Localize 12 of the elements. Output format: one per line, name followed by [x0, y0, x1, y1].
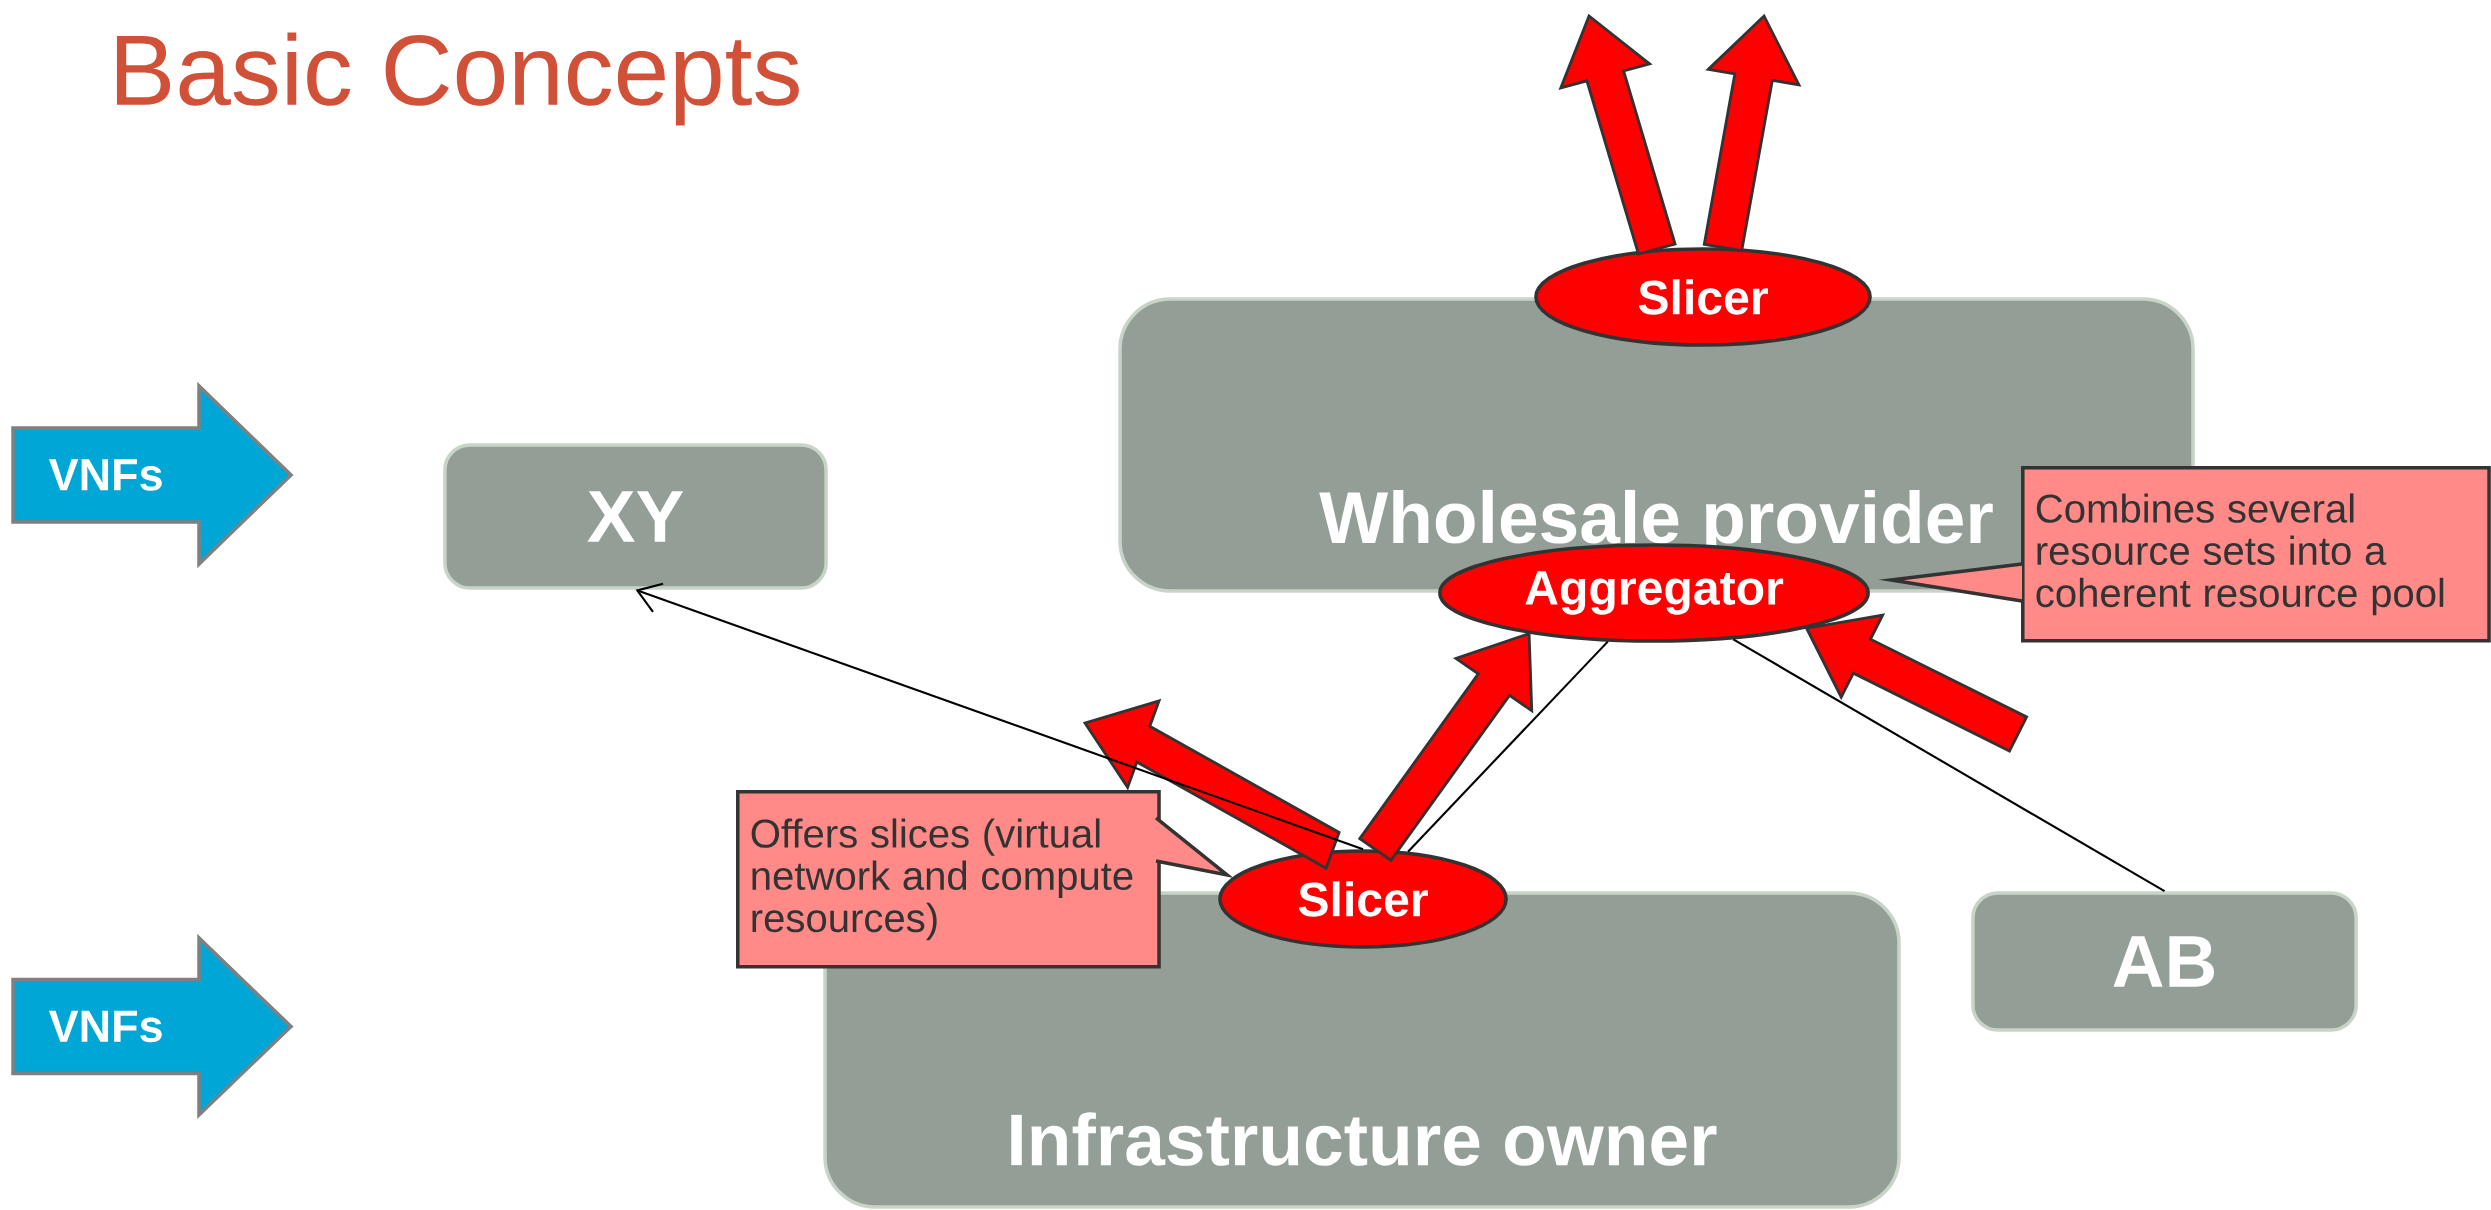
callout-box: Offers slices (virtual network and compute resources)	[736, 790, 1234, 969]
oval-label: Slicer	[1534, 247, 1872, 347]
connector-line	[1732, 638, 2166, 893]
connector-line	[1407, 640, 1609, 853]
connector-line	[635, 582, 1364, 851]
rounded-box: AB	[1971, 891, 2358, 1032]
title: Basic Concepts	[116, 32, 799, 126]
rounded-box: XY	[443, 443, 828, 590]
block-arrow	[1558, 13, 1677, 256]
oval-label: Slicer	[1218, 849, 1508, 949]
block-arrow	[1804, 613, 2029, 753]
block-arrow	[1702, 13, 1802, 253]
